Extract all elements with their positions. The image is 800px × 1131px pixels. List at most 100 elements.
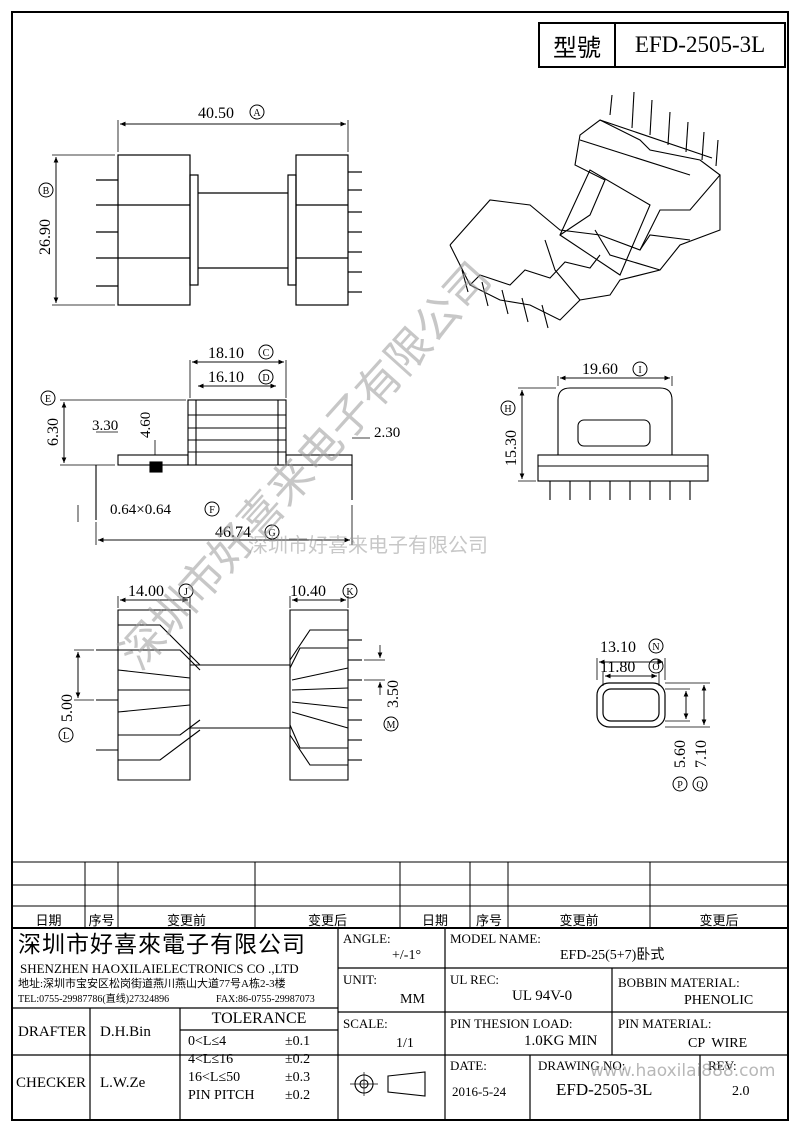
angle-label: ANGLE: — [343, 931, 391, 946]
drawing-no-value: EFD-2505-3L — [556, 1080, 653, 1099]
company-fax: FAX:86-0755-29987073 — [216, 994, 315, 1005]
pin-material-label: PIN MATERIAL: — [618, 1016, 712, 1031]
rev-after-header-2: 变更后 — [699, 913, 739, 928]
rev-date-header-1: 日期 — [35, 913, 62, 928]
rev-before-header-2: 变更前 — [559, 913, 599, 928]
dim-n-value: 13.10 — [600, 639, 636, 656]
drawing-no-label: DRAWING NO: — [538, 1058, 626, 1073]
rev-before-header-1: 变更前 — [166, 913, 206, 928]
model-value: EFD-2505-3L — [634, 32, 766, 57]
dim-j-marker: J — [184, 587, 188, 598]
dim-p-marker: P — [677, 780, 683, 791]
end-view — [518, 375, 709, 500]
unit-label: UNIT: — [343, 972, 378, 987]
dim-g-marker: G — [268, 528, 275, 539]
dim-q-value: 7.10 — [693, 740, 710, 768]
watermark-diagonal: 深圳市好喜来电子有限公司 — [110, 253, 501, 680]
dim-o-value: 11.80 — [600, 659, 635, 676]
company-name-en: SHENZHEN HAOXILAIELECTRONICS CO .,LTD — [20, 961, 299, 976]
tol-row-2-range: 4<L≤16 — [188, 1052, 234, 1067]
projection-symbol-icon — [350, 1071, 426, 1097]
rev-no-header-2: 序号 — [475, 913, 502, 928]
bobbin-material-label: BOBBIN MATERIAL: — [618, 975, 740, 990]
checker-label: CHECKER — [16, 1075, 87, 1091]
model-title-block: 型號 EFD-2505-3L — [538, 22, 786, 68]
tol-row-1-value: ±0.1 — [285, 1034, 311, 1049]
dim-l-marker: L — [63, 731, 69, 742]
dim-m-value: 3.50 — [385, 680, 402, 708]
url-watermark: www.haoxilai888.com — [590, 1061, 776, 1081]
tol-row-4-range: PIN PITCH — [188, 1088, 255, 1103]
company-address: 地址:深圳市宝安区松岗街道燕川燕山大道77号A栋2-3楼 — [18, 978, 286, 990]
dim-n-marker: N — [652, 642, 659, 653]
isometric-view — [449, 91, 721, 329]
dim-j-value: 14.00 — [128, 583, 164, 600]
dim-i-value: 19.60 — [582, 361, 618, 378]
dim-e-value: 6.30 — [45, 418, 62, 446]
rev-no-header-1: 序号 — [88, 913, 115, 928]
dim-k-value: 10.40 — [290, 583, 326, 600]
top-view — [52, 120, 362, 306]
dim-b-value: 26.90 — [37, 219, 54, 255]
dim-g-value: 46.74 — [215, 524, 251, 541]
pin-material-value: CP WIRE — [688, 1036, 748, 1051]
dim-b-marker: B — [43, 186, 50, 197]
tol-row-3-range: 16<L≤50 — [188, 1070, 241, 1085]
tol-row-1-range: 0<L≤4 — [188, 1034, 227, 1049]
drafter-name: D.H.Bin — [100, 1024, 151, 1040]
tol-row-2-value: ±0.2 — [285, 1052, 311, 1067]
ul-rec-label: UL REC: — [450, 972, 499, 987]
checker-name: L.W.Ze — [100, 1075, 146, 1091]
dim-q-marker: Q — [696, 780, 704, 791]
dim-h-marker: H — [504, 404, 511, 415]
tol-row-3-value: ±0.3 — [285, 1070, 311, 1085]
dim-p-value: 5.60 — [672, 740, 689, 768]
rev-label: REV: — [708, 1058, 737, 1073]
dim-a-value: 40.50 — [198, 105, 234, 122]
dim-a-marker: A — [253, 108, 261, 119]
dim-c-value: 18.10 — [208, 345, 244, 362]
dim-330-value: 3.30 — [92, 418, 118, 434]
dim-c-marker: C — [263, 348, 270, 359]
bobbin-material-value: PHENOLIC — [684, 993, 754, 1008]
dim-e-marker: E — [45, 394, 51, 405]
bottom-view — [74, 596, 385, 781]
side-view — [60, 359, 370, 545]
rev-date-header-2: 日期 — [421, 913, 448, 928]
company-name-cn: 深圳市好喜來電子有限公司 — [18, 932, 306, 957]
watermark-horizontal: 深圳市好喜来电子有限公司 — [248, 533, 488, 557]
dim-m-marker: M — [387, 720, 396, 731]
dim-d-marker: D — [262, 373, 269, 384]
title-block-lines — [12, 928, 788, 1120]
rev-after-header-1: 变更后 — [307, 913, 347, 928]
dim-460-value: 4.60 — [138, 412, 154, 438]
pin-load-label: PIN THESION LOAD: — [450, 1016, 573, 1031]
tolerance-title: TOLERANCE — [211, 1010, 307, 1027]
tol-row-4-value: ±0.2 — [285, 1088, 311, 1103]
scale-value: 1/1 — [396, 1036, 414, 1051]
ul-rec-value: UL 94V-0 — [512, 988, 573, 1004]
revision-table-lines — [12, 861, 788, 929]
drafter-label: DRAFTER — [18, 1024, 87, 1040]
date-value: 2016-5-24 — [452, 1084, 507, 1099]
company-tel: TEL:0755-29987786(直线)27324896 — [18, 994, 170, 1005]
dim-f-marker: F — [209, 505, 215, 516]
scale-label: SCALE: — [343, 1016, 388, 1031]
dim-l-value: 5.00 — [59, 694, 76, 722]
dim-k-marker: K — [346, 587, 354, 598]
dim-i-marker: I — [638, 365, 641, 376]
model-name-value: EFD-25(5+7)卧式 — [560, 948, 665, 963]
dim-230-value: 2.30 — [374, 425, 400, 441]
dim-h-value: 15.30 — [503, 430, 520, 466]
unit-value: MM — [400, 992, 425, 1007]
date-label: DATE: — [450, 1058, 487, 1073]
model-name-label: MODEL NAME: — [450, 931, 541, 946]
model-label: 型號 — [540, 24, 616, 66]
drawing-frame — [11, 11, 789, 1121]
core-window-view — [596, 658, 710, 728]
dim-f-value: 0.64×0.64 — [110, 502, 171, 518]
dim-o-marker: O — [652, 662, 659, 673]
pin-load-value: 1.0KG MIN — [524, 1033, 598, 1049]
angle-value: +/-1° — [392, 948, 422, 963]
